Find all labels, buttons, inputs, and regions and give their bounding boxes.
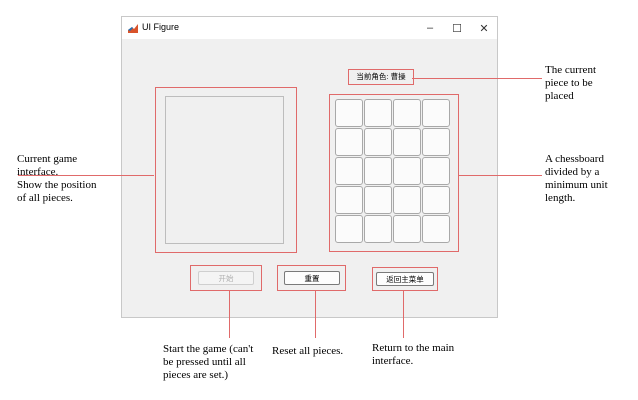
board-cell[interactable] bbox=[422, 215, 450, 243]
note-line: divided by a bbox=[545, 166, 600, 178]
close-button[interactable]: ✕ bbox=[479, 22, 489, 35]
board-cell[interactable] bbox=[393, 128, 421, 156]
chessboard-note: A chessboard divided by a minimum unit l… bbox=[545, 153, 608, 205]
current-piece-note: The current piece to be placed bbox=[545, 64, 596, 103]
note-line: Current game bbox=[17, 153, 78, 165]
note-line: pieces are set.) bbox=[163, 369, 229, 381]
reset-button-highlight: 重置 bbox=[277, 265, 346, 291]
game-interface-highlight bbox=[155, 87, 297, 253]
start-note: Start the game (can't be pressed until a… bbox=[163, 343, 253, 382]
note-line: The current bbox=[545, 64, 596, 76]
reset-button[interactable]: 重置 bbox=[284, 271, 340, 285]
start-button[interactable]: 开始 bbox=[198, 271, 254, 285]
ui-figure-window: UI Figure – ☐ ✕ 当前角色: 曹操 开始 重置 返回主菜单 bbox=[121, 16, 498, 318]
start-connector bbox=[229, 291, 230, 338]
reset-note: Reset all pieces. bbox=[272, 345, 343, 358]
board-cell[interactable] bbox=[364, 186, 392, 214]
game-interface-note: Current game interface. Show the positio… bbox=[17, 153, 96, 205]
return-main-menu-button[interactable]: 返回主菜单 bbox=[376, 272, 434, 286]
note-line: Reset all pieces. bbox=[272, 345, 344, 357]
board-cell[interactable] bbox=[335, 99, 363, 127]
start-button-highlight: 开始 bbox=[190, 265, 262, 291]
title-bar: UI Figure – ☐ ✕ bbox=[122, 17, 497, 39]
board-cell[interactable] bbox=[335, 186, 363, 214]
note-line: interface. bbox=[372, 355, 414, 367]
note-line: piece to be bbox=[545, 77, 593, 89]
window-title: UI Figure bbox=[142, 22, 180, 32]
game-interface-panel[interactable] bbox=[165, 96, 284, 244]
note-line: of all pieces. bbox=[17, 192, 73, 204]
board-cell[interactable] bbox=[393, 99, 421, 127]
chessboard-grid bbox=[335, 99, 450, 243]
maximize-button[interactable]: ☐ bbox=[452, 22, 462, 35]
note-line: be pressed until all bbox=[163, 356, 246, 368]
board-cell[interactable] bbox=[393, 157, 421, 185]
minimize-button[interactable]: – bbox=[426, 22, 434, 34]
board-cell[interactable] bbox=[422, 157, 450, 185]
note-line: interface. bbox=[17, 166, 59, 178]
board-cell[interactable] bbox=[393, 215, 421, 243]
board-cell[interactable] bbox=[393, 186, 421, 214]
board-cell[interactable] bbox=[364, 215, 392, 243]
current-role-label: 当前角色: 曹操 bbox=[348, 69, 414, 85]
return-note: Return to the main interface. bbox=[372, 342, 454, 368]
board-cell[interactable] bbox=[422, 186, 450, 214]
note-line: A chessboard bbox=[545, 153, 604, 165]
note-line: length. bbox=[545, 192, 576, 204]
board-cell[interactable] bbox=[335, 157, 363, 185]
board-cell[interactable] bbox=[364, 157, 392, 185]
reset-connector bbox=[315, 291, 316, 338]
return-button-highlight: 返回主菜单 bbox=[372, 267, 438, 291]
board-cell[interactable] bbox=[422, 99, 450, 127]
board-cell[interactable] bbox=[422, 128, 450, 156]
return-connector bbox=[403, 291, 404, 338]
board-cell[interactable] bbox=[335, 128, 363, 156]
note-line: minimum unit bbox=[545, 179, 608, 191]
matlab-app-icon bbox=[128, 23, 138, 33]
board-cell[interactable] bbox=[364, 99, 392, 127]
chessboard-highlight bbox=[329, 94, 459, 252]
note-line: Return to the main bbox=[372, 342, 455, 354]
board-cell[interactable] bbox=[364, 128, 392, 156]
note-line: Start the game (can't bbox=[163, 343, 254, 355]
note-line: Show the position bbox=[17, 179, 97, 191]
game-interface-connector bbox=[18, 175, 154, 176]
chessboard-connector bbox=[458, 175, 542, 176]
current-piece-connector bbox=[412, 78, 542, 79]
note-line: placed bbox=[545, 90, 574, 102]
board-cell[interactable] bbox=[335, 215, 363, 243]
